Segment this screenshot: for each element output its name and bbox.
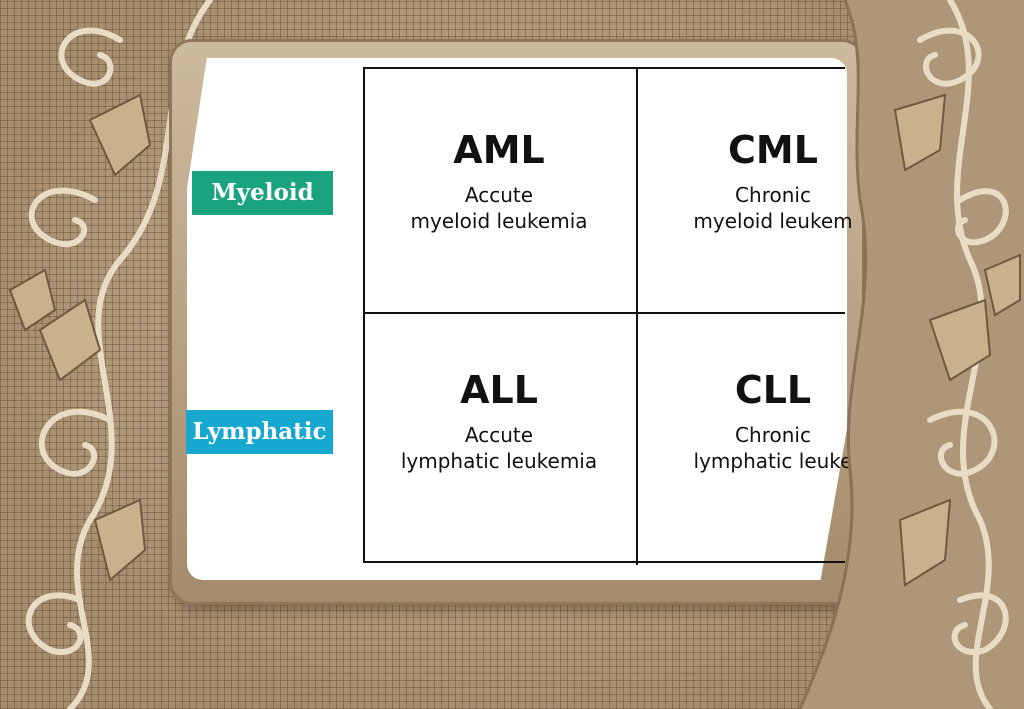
cell-aml-line2: myeloid leukemia: [410, 209, 588, 233]
row-label-lymphatic: Lymphatic: [186, 410, 333, 454]
cell-cml-line2: myeloid leukem: [693, 209, 853, 233]
cell-aml-line1: Accute: [464, 183, 534, 207]
cell-aml: AML Accute myeloid leukemia: [364, 128, 634, 234]
cell-aml-desc: Accute myeloid leukemia: [364, 182, 634, 234]
diagram-card: [187, 58, 847, 580]
cell-all-abbr: ALL: [460, 368, 538, 412]
cell-cml-line1: Chronic: [735, 183, 811, 207]
leukemia-grid: [363, 67, 845, 563]
cell-cml: CML Chronic myeloid leukem: [638, 128, 908, 234]
cell-cml-abbr: CML: [728, 128, 818, 172]
cell-cll-abbr: CLL: [734, 368, 812, 412]
cell-all-desc: Accute lymphatic leukemia: [364, 422, 634, 474]
cell-all-line1: Accute: [464, 423, 534, 447]
cell-cml-desc: Chronic myeloid leukem: [638, 182, 908, 234]
cell-cll-line1: Chronic: [735, 423, 811, 447]
cell-cll-desc: Chronic lymphatic leuke: [638, 422, 908, 474]
grid-horizontal-divider: [363, 312, 845, 314]
cell-all: ALL Accute lymphatic leukemia: [364, 368, 634, 474]
cell-aml-abbr: AML: [453, 128, 545, 172]
cell-all-line2: lymphatic leukemia: [400, 449, 598, 473]
row-label-myeloid: Myeloid: [192, 171, 333, 215]
cell-cll: CLL Chronic lymphatic leuke: [638, 368, 908, 474]
cell-cll-line2: lymphatic leuke: [693, 449, 853, 473]
grid-vertical-divider: [636, 67, 638, 565]
